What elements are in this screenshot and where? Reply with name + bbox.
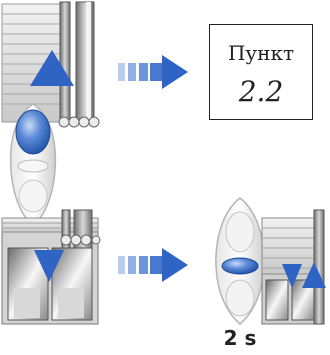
shutter-icon-right: [261, 209, 326, 325]
down-arrow-icon-right: [282, 264, 302, 288]
down-arrow-icon: [34, 250, 64, 282]
up-button[interactable]: [15, 109, 51, 155]
blue-arrow-right-icon-bottom: [118, 248, 188, 282]
step-reference-title: Пункт: [227, 41, 295, 65]
shutter-icon-bottom: [1, 209, 101, 325]
up-arrow-icon-right: [302, 262, 326, 288]
hold-duration-label: 2 s: [223, 326, 257, 350]
blue-arrow-right-icon-top: [118, 55, 188, 89]
remote-control-icon-right: [215, 197, 265, 325]
shutter-icon-top: [1, 1, 100, 128]
remote-control-icon-left: [9, 103, 57, 228]
up-arrow-icon: [30, 50, 74, 86]
stop-button[interactable]: [221, 257, 259, 275]
step-reference-number: 2.2: [238, 75, 284, 108]
step-reference-box: Пункт 2.2: [209, 24, 313, 120]
